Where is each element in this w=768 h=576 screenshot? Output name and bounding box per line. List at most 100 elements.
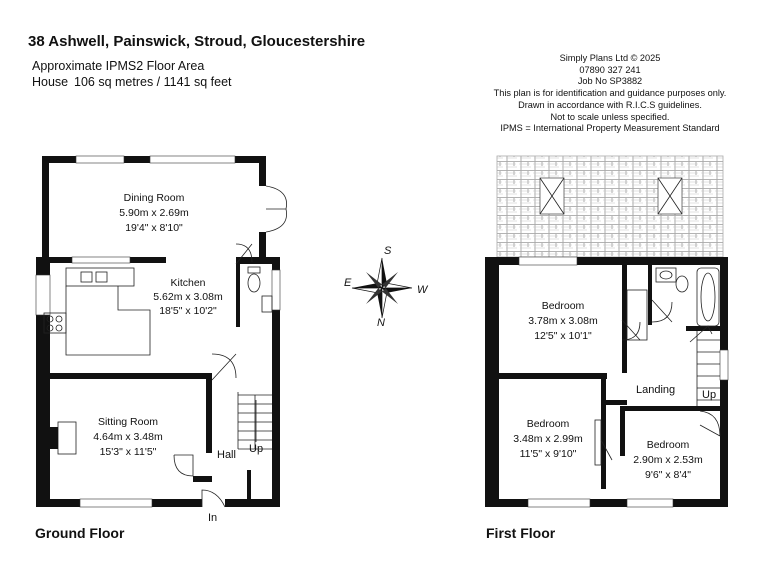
gf-french-doors <box>265 185 287 233</box>
compass-needle-e <box>352 283 382 288</box>
compass-needle-s <box>382 258 387 288</box>
compass-needle-w <box>382 288 412 293</box>
gf-door-sitting <box>173 454 194 477</box>
note-job-number: Job No SP3882 <box>577 76 643 87</box>
gf-door-wc <box>235 243 253 265</box>
ff-wall-bottom <box>485 499 728 507</box>
disclaimer-notes: Simply Plans Ltd © 2025 07890 327 241 Jo… <box>470 53 750 135</box>
floor-area-heading: Approximate IPMS2 Floor Area <box>32 59 205 73</box>
ff-window-bed3 <box>626 498 674 508</box>
gf-hob <box>43 312 67 334</box>
gf-stairs <box>237 392 272 450</box>
ff-room-bed2-imperial: 11'5" x 9'10" <box>520 448 577 460</box>
gf-wall-kitchen-top-right <box>130 257 166 263</box>
gf-wall-right <box>272 257 280 507</box>
ff-wall-cupboard <box>606 400 627 405</box>
gf-wall-kitchen-top-left <box>42 257 72 263</box>
ff-window-landing <box>719 349 729 381</box>
gf-window-wc <box>271 269 281 311</box>
ff-stairs <box>696 331 720 406</box>
ff-roof-tiles <box>496 155 724 258</box>
gf-wc-basin <box>261 295 273 313</box>
gf-sink-bowl-1 <box>80 271 93 283</box>
ff-wall-top <box>485 257 728 265</box>
gf-wall-bottom-right <box>225 499 280 507</box>
ff-door-bed3 <box>699 410 721 437</box>
gf-label-hall: Hall <box>217 449 236 461</box>
gf-room-sitting-name: Sitting Room <box>98 416 158 428</box>
ff-wall-bed3-top <box>620 406 720 411</box>
gf-label-in: In <box>208 512 217 524</box>
gf-wall-hall-left <box>206 373 212 453</box>
compass-label-n: N <box>377 317 385 329</box>
gf-sink-unit <box>65 267 135 287</box>
ff-wall-bed2-right <box>601 379 606 489</box>
ff-door-bathroom <box>651 299 673 323</box>
ground-floor-label: Ground Floor <box>35 525 125 541</box>
gf-door-front <box>201 489 226 508</box>
gf-wall-wc-left <box>236 257 240 327</box>
gf-wall-left-upper <box>42 156 49 259</box>
ff-room-bed1-imperial: 12'5" x 10'1" <box>534 330 592 342</box>
ff-door-bed1 <box>621 319 641 341</box>
ff-bed2-wardrobe <box>594 419 602 466</box>
compass-label-e: E <box>344 277 352 289</box>
gf-window-dining-1 <box>75 155 125 164</box>
plan-title: 38 Ashwell, Painswick, Stroud, Glouceste… <box>28 33 366 50</box>
note-company: Simply Plans Ltd © 2025 <box>559 53 661 63</box>
floor-area-value: 106 sq metres / 1141 sq feet <box>74 75 232 89</box>
ff-window-bed1 <box>518 256 578 266</box>
gf-room-sitting-imperial: 15'3" x 11'5" <box>100 446 157 458</box>
compass-rose: S N E W <box>344 245 429 329</box>
ff-wall-left <box>485 257 499 507</box>
note-scale: Not to scale unless specified. <box>550 111 670 122</box>
gf-chimney-breast <box>50 427 58 449</box>
ff-bathroom-toilet <box>675 275 689 293</box>
floor-area-line: House 106 sq metres / 1141 sq feet <box>32 75 232 89</box>
ff-room-bed1-name: Bedroom <box>542 300 585 312</box>
gf-window-sitting <box>79 498 153 508</box>
ff-wall-right <box>720 257 728 507</box>
ff-airing-cupboard <box>626 289 648 341</box>
floor-area-label: House <box>32 75 69 89</box>
gf-wall-left <box>36 257 50 507</box>
gf-room-dining-imperial: 19'4" x 8'10" <box>125 222 183 234</box>
ff-wall-bathroom-left <box>648 265 652 325</box>
ff-room-bed2-metric: 3.48m x 2.99m <box>513 433 583 445</box>
gf-kitchen-worktop <box>65 286 151 356</box>
ff-room-bed3-imperial: 9'6" x 8'4" <box>645 469 691 481</box>
gf-wall-right-mid <box>259 232 266 259</box>
gf-wall-wc-top <box>236 257 280 264</box>
gf-fireplace <box>57 421 77 455</box>
gf-sink-bowl-2 <box>95 271 108 283</box>
first-floor-plan: Bedroom 3.78m x 3.08m 12'5" x 10'1" Bedr… <box>485 155 729 508</box>
gf-window-kitchen-side <box>35 274 51 316</box>
gf-label-up: Up <box>249 443 263 455</box>
ff-wall-bathroom-bottom <box>686 326 720 331</box>
ff-wall-bed1-bottom <box>499 373 607 379</box>
gf-room-dining-metric: 5.90m x 2.69m <box>119 207 189 219</box>
gf-door-hall <box>211 353 237 381</box>
note-phone: 07890 327 241 <box>579 64 641 75</box>
gf-wall-right-upper <box>259 156 266 186</box>
note-ipms: IPMS = International Property Measuremen… <box>500 123 720 134</box>
gf-room-kitchen-metric: 5.62m x 3.08m <box>153 291 223 303</box>
gf-hob-ring-2 <box>55 315 63 323</box>
ff-label-up: Up <box>702 389 716 401</box>
ff-door-bed2 <box>600 439 613 461</box>
gf-wc-cistern <box>247 266 261 274</box>
ff-room-bed3-name: Bedroom <box>647 439 690 451</box>
first-floor-label: First Floor <box>486 525 556 541</box>
ff-room-bed1-metric: 3.78m x 3.08m <box>528 315 598 327</box>
note-rics: Drawn in accordance with R.I.C.S guideli… <box>518 99 702 110</box>
gf-room-sitting-metric: 4.64m x 3.48m <box>93 431 163 443</box>
gf-hob-ring-1 <box>46 315 54 323</box>
compass-label-s: S <box>384 245 392 257</box>
gf-room-kitchen-name: Kitchen <box>170 277 205 289</box>
ff-room-bed3-metric: 2.90m x 2.53m <box>633 454 703 466</box>
compass-label-w: W <box>417 284 429 296</box>
gf-window-kitchen <box>71 256 131 264</box>
gf-room-dining-name: Dining Room <box>124 192 185 204</box>
gf-window-dining-2 <box>149 155 236 164</box>
gf-room-kitchen-imperial: 18'5" x 10'2" <box>159 305 217 317</box>
